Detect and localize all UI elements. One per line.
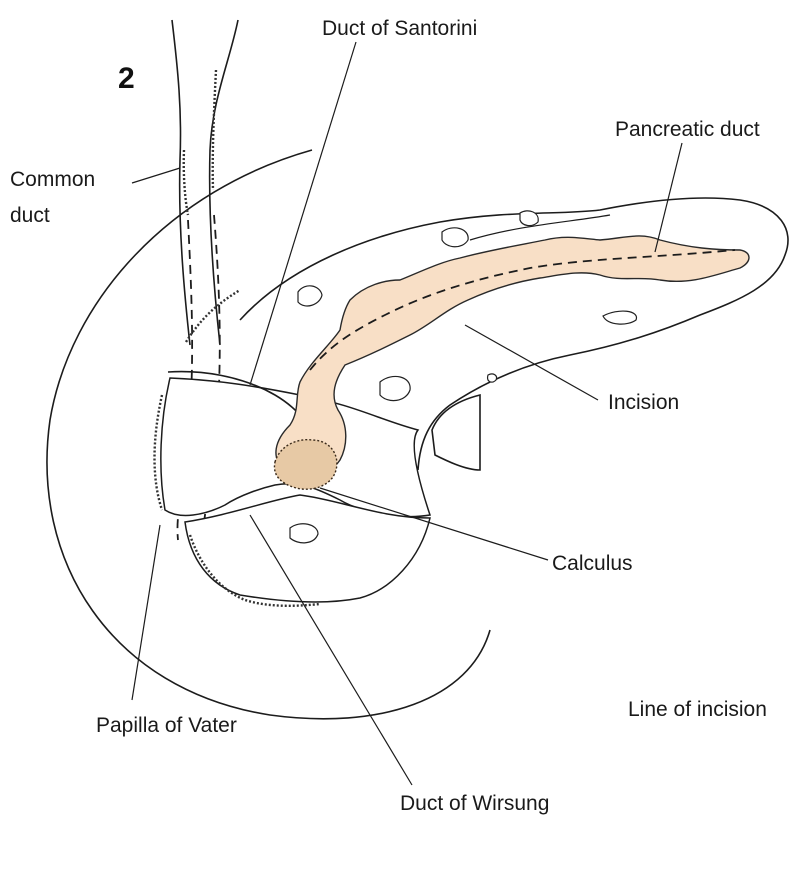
label-duct-of-santorini: Duct of Santorini xyxy=(322,17,477,40)
label-common-duct-line1: Common xyxy=(10,168,95,191)
label-calculus: Calculus xyxy=(552,552,633,575)
label-incision: Incision xyxy=(608,391,679,414)
label-pancreatic-duct: Pancreatic duct xyxy=(615,118,760,141)
label-papilla-of-vater: Papilla of Vater xyxy=(96,714,237,737)
vessel xyxy=(432,395,480,470)
label-duct-of-wirsung: Duct of Wirsung xyxy=(400,792,549,815)
label-common-duct-line2: duct xyxy=(10,204,50,227)
figure-number: 2 xyxy=(118,62,135,95)
label-line-of-incision: Line of incision xyxy=(628,698,767,721)
